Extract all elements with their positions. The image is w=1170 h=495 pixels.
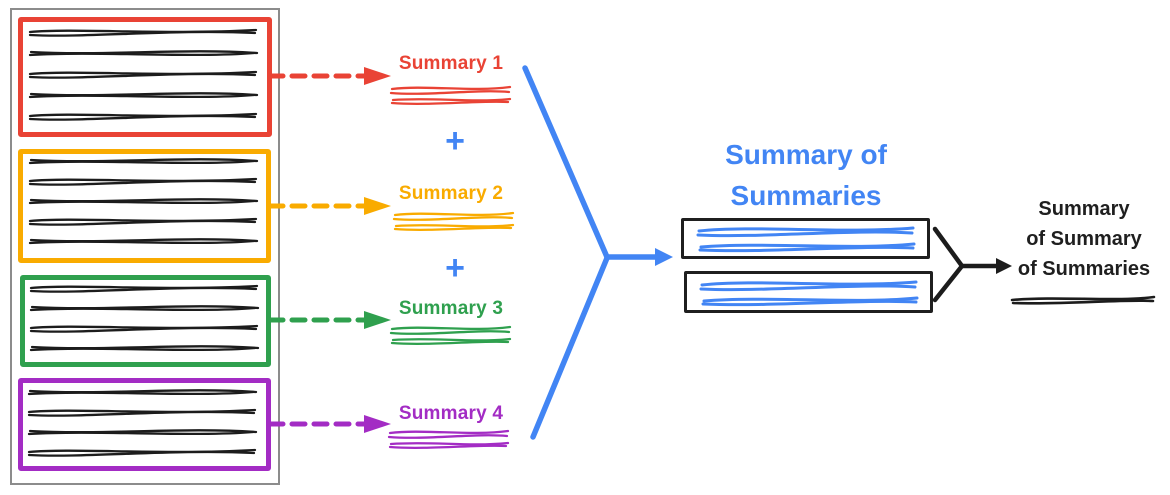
merge-arrow-blue: [522, 65, 673, 440]
arrow-doc-to-summary-3: [267, 311, 391, 329]
document-text-scribbles: [28, 28, 259, 121]
plus-sign-1: +: [445, 122, 465, 160]
arrow-doc-to-summary-2: [267, 197, 391, 215]
arrowhead-icon: [655, 248, 673, 266]
final-summary-label-line: Summary: [1038, 198, 1130, 220]
arrowhead-icon: [364, 311, 391, 329]
summary-box-2: [684, 271, 933, 313]
summary-3-scribble: [389, 325, 512, 346]
merge-line-bottom: [932, 263, 965, 303]
arrow-doc-to-summary-4: [267, 415, 391, 433]
summary-2-scribble: [392, 211, 515, 232]
document-section-2: [18, 149, 271, 263]
summary-3-label: Summary 3: [398, 298, 504, 319]
document-text-scribbles: [29, 284, 260, 352]
summary-4-label: Summary 4: [398, 403, 504, 424]
final-summary-label: Summary of Summary of Summaries: [1000, 194, 1168, 284]
summary-box-scribbles: [699, 280, 919, 307]
summary-of-summaries-title: Summary of Summaries: [725, 139, 887, 211]
summary-box-1: [681, 218, 930, 259]
document-section-3: [20, 275, 271, 367]
document-section-4: [18, 378, 271, 471]
document-text-scribbles: [28, 158, 259, 245]
summary-1-label: Summary 1: [398, 53, 504, 74]
summary-box-scribbles: [696, 226, 916, 253]
arrowhead-icon: [364, 197, 391, 215]
merge-line-top: [932, 226, 965, 269]
final-summary-label-line: of Summaries: [1017, 258, 1151, 280]
document-text-scribbles: [27, 389, 258, 457]
final-summary-scribble: [1010, 295, 1156, 305]
document-section-1: [18, 17, 272, 137]
summary-2-label: Summary 2: [398, 183, 504, 204]
arrowhead-icon: [996, 258, 1012, 274]
arrowhead-icon: [364, 415, 391, 433]
summary-4-scribble: [387, 429, 510, 450]
arrowhead-icon: [364, 67, 391, 85]
merge-arrow-black: [932, 226, 1012, 303]
merge-line-bottom: [530, 255, 610, 440]
summary-1-scribble: [389, 85, 512, 106]
plus-sign-2: +: [445, 249, 465, 287]
arrow-doc-to-summary-1: [267, 67, 391, 85]
final-summary-label-line: of Summary: [1026, 228, 1142, 250]
merge-line-top: [522, 65, 610, 260]
